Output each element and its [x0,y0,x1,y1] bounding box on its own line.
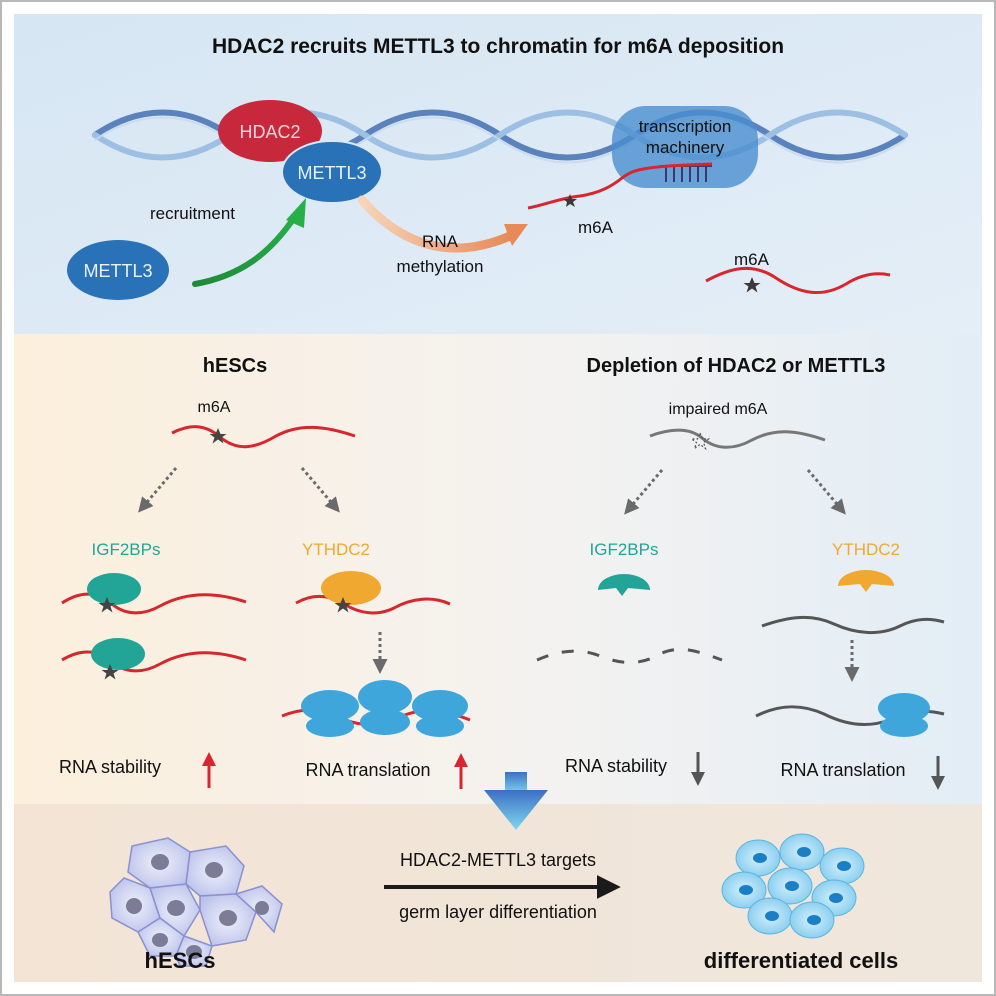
machinery-label-1: transcription [639,117,732,136]
bottom-arrow-top-label: HDAC2-METTL3 targets [400,850,596,870]
transcription-machinery: transcription machinery [612,106,758,188]
bottom-differentiated-label: differentiated cells [704,948,898,973]
left-arrow-to-ythdc2 [300,467,340,513]
right-translation-label: RNA translation [780,760,905,780]
left-title: hESCs [203,355,267,377]
m6a-label-nascent: m6A [578,218,614,237]
right-arrow-to-ythdc2 [806,469,846,515]
right-title: Depletion of HDAC2 or METTL3 [587,355,886,377]
recruitment-label: recruitment [150,204,235,223]
mettl3-free-label: METTL3 [83,261,152,281]
right-arrow-to-igf2bps [624,469,664,515]
top-panel [14,14,982,334]
rna-methylation-arrowhead [504,224,528,246]
left-igf2bps-protein-1 [87,573,141,605]
left-ythdc2-star [334,597,352,613]
bottom-arrow-bottom-label: germ layer differentiation [399,902,597,922]
right-translation-down-arrow [931,756,945,790]
mettl3-bound-label: METTL3 [297,163,366,183]
right-stability-down-arrow [691,752,705,786]
right-degraded-rna [536,647,723,664]
differentiated-cells [721,833,865,939]
left-ythdc2-label: YTHDC2 [302,540,370,559]
middle-panel [14,334,982,804]
hdac2-label: HDAC2 [239,122,300,142]
right-unbound-rna [761,615,945,635]
left-ribosomes [301,680,468,737]
top-title: HDAC2 recruits METTL3 to chromatin for m… [212,35,784,58]
nascent-rna [527,162,713,210]
released-rna [705,266,891,295]
rna-methylation-label-1: RNA [422,232,459,251]
m6a-label-released: m6A [734,250,770,269]
transition-down-arrow [484,772,548,830]
right-ribosome [878,693,930,737]
mettl3-bound-protein [281,140,383,204]
right-m6a-label: impaired m6A [669,401,768,418]
m6a-star-released [743,277,761,293]
right-impaired-m6a-star [689,431,711,451]
left-m6a-label: m6A [198,399,231,416]
left-arrow-to-igf2bps [138,467,178,513]
left-rna [171,425,356,449]
left-igf2bps-protein-2 [91,638,145,670]
left-stability-up-arrow [202,752,216,788]
bottom-hesc-label: hESCs [145,948,216,973]
hesc-colony [109,837,283,967]
right-stability-label: RNA stability [565,756,667,776]
rna-methylation-arrow [357,195,515,253]
right-igf2bps-label: IGF2BPs [590,540,659,559]
hdac2-protein [218,100,322,162]
recruitment-arrow [192,212,299,287]
recruitment-arrowhead [286,198,306,228]
right-ythdc2-label: YTHDC2 [832,540,900,559]
left-m6a-star [209,428,227,444]
left-translation-label: RNA translation [305,760,430,780]
left-igf2bps-label: IGF2BPs [92,540,161,559]
left-ythdc2-protein [321,571,381,605]
machinery-label-2: machinery [646,138,725,157]
left-igf2bps-star-1 [98,597,116,613]
rna-methylation-label-2: methylation [397,257,484,276]
right-igf2bps-protein [598,574,650,596]
right-ythdc2-protein [838,570,894,592]
mettl3-free-protein [67,240,169,300]
right-rna [649,428,826,449]
m6a-star-nascent [563,194,577,207]
left-stability-label: RNA stability [59,757,161,777]
left-translation-up-arrow [454,753,468,789]
left-ythdc2-rna [295,594,451,615]
left-igf2bps-star-2 [101,664,119,680]
